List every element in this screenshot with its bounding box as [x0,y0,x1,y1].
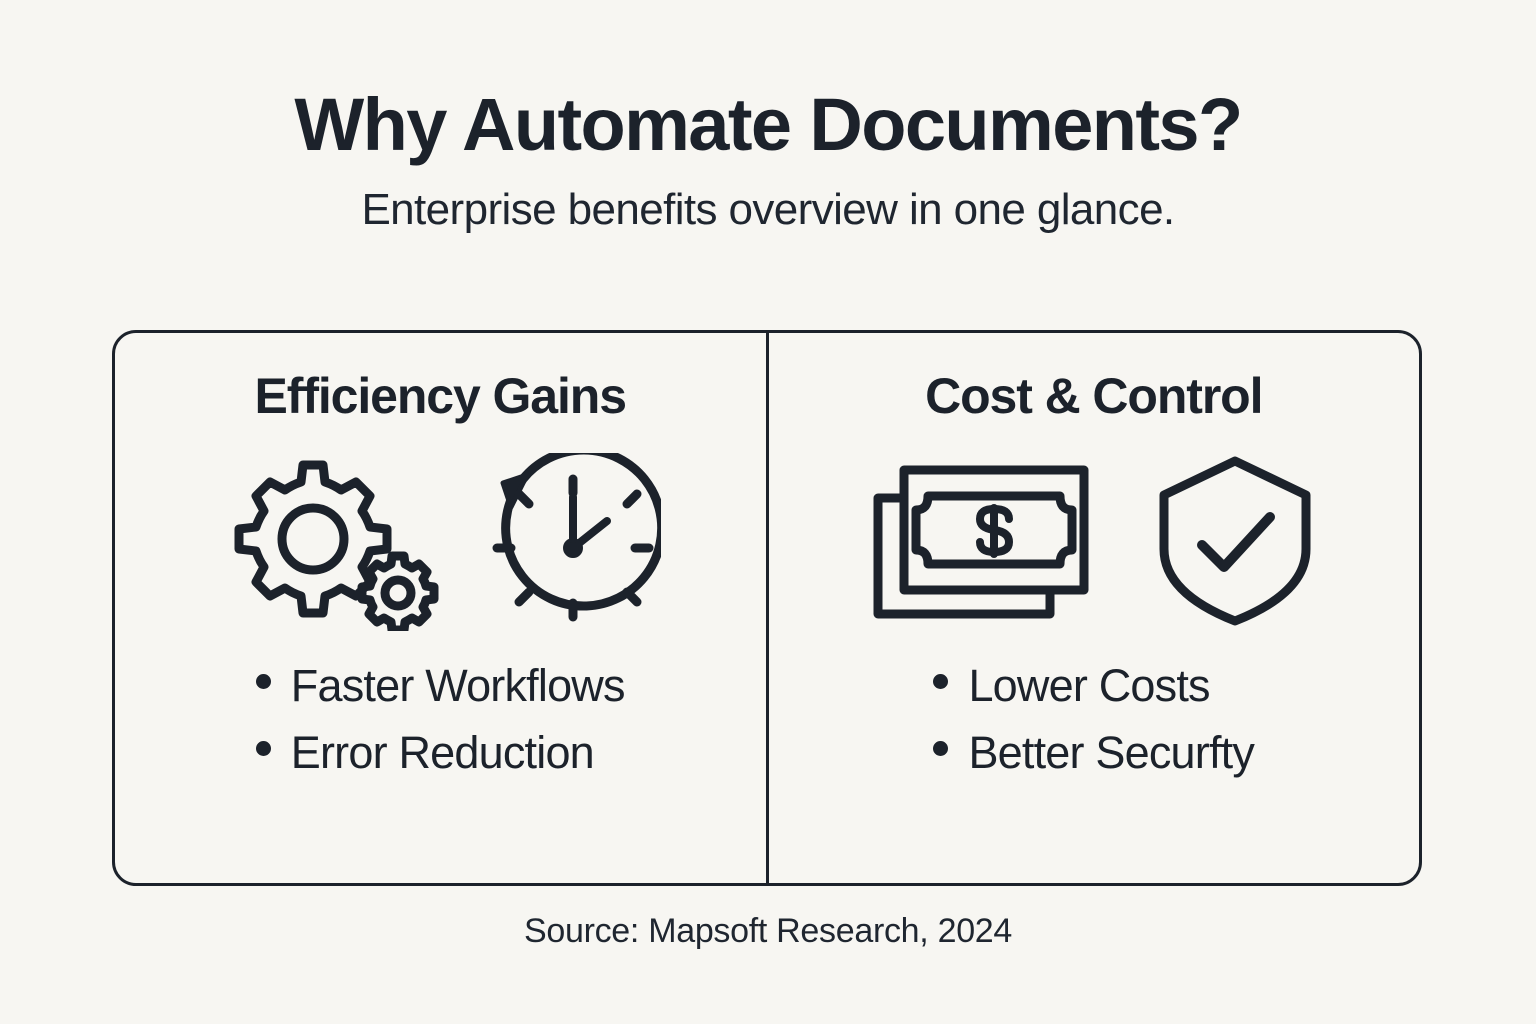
bullet-list-cost-control: Lower Costs Better Securfty [933,659,1255,781]
shield-check-icon [1152,453,1318,629]
comparison-card: Efficiency Gains [112,330,1422,886]
list-item: Better Securfty [933,726,1255,781]
bullet-list-efficiency: Faster Workflows Error Reduction [255,659,626,781]
panel-efficiency: Efficiency Gains [115,333,766,883]
clock-icon [485,453,662,629]
gears-icon [219,451,451,631]
bullet-dot-icon [933,674,949,689]
panel-divider [765,333,769,883]
icon-row-efficiency [219,451,662,631]
source-caption: Source: Mapsoft Research, 2024 [523,912,1013,950]
header: Why Automate Documents? Enterprise benef… [0,86,1536,234]
page-subtitle: Enterprise benefits overview in one glan… [361,184,1175,234]
money-icon [870,458,1092,624]
icon-row-cost-control [870,451,1318,631]
bullet-dot-icon [933,740,949,756]
bullet-dot-icon [255,740,271,756]
list-item: Faster Workflows [255,659,626,714]
panel-title-efficiency: Efficiency Gains [254,368,628,424]
list-item-label: Faster Workflows [290,660,626,711]
bullet-dot-icon [255,674,271,689]
page-title: Why Automate Documents? [294,83,1243,166]
list-item-label: Error Reduction [290,726,595,778]
list-item: Error Reduction [255,726,595,781]
panel-title-cost-control: Cost & Control [925,368,1263,424]
panel-cost-control: Cost & Control [769,333,1420,883]
list-item: Lower Costs [933,659,1211,714]
list-item-label: Lower Costs [968,660,1210,711]
list-item-label: Better Securfty [968,726,1255,778]
